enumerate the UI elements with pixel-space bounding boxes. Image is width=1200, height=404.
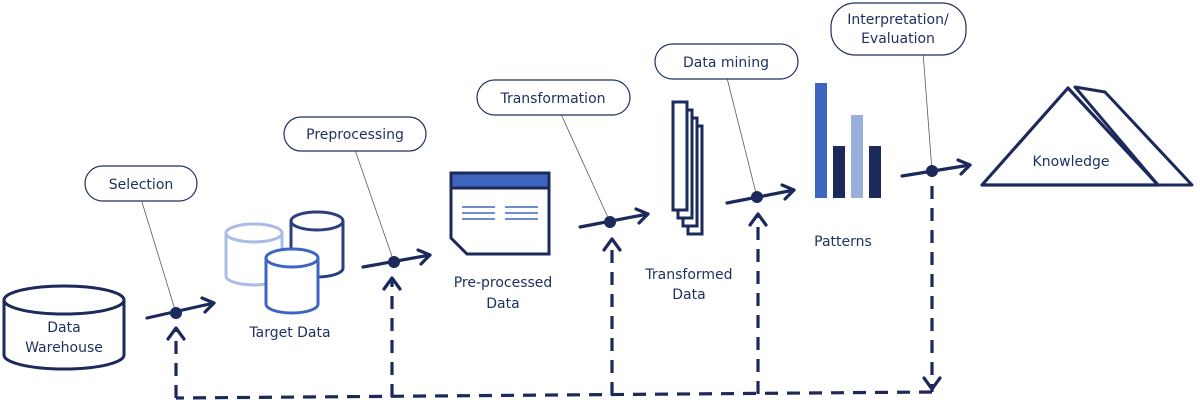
- step-interpretation: Interpretation/ Evaluation: [830, 2, 967, 56]
- step-selection-label: Selection: [109, 177, 174, 193]
- preprocessed-data-label-line1: Pre-processed: [454, 275, 553, 291]
- step-transformation-label: Transformation: [499, 91, 605, 107]
- patterns-label: Patterns: [814, 234, 872, 250]
- step-preprocessing: Preprocessing: [283, 116, 427, 152]
- transformed-data-label-line1: Transformed: [644, 267, 732, 283]
- target-data-icon: [224, 210, 345, 315]
- transformed-data-label-line2: Data: [672, 287, 705, 303]
- leader-lines: [141, 51, 933, 314]
- feedback-bottom-line: [175, 390, 933, 400]
- step-preprocessing-label: Preprocessing: [306, 127, 404, 143]
- arrow-selection: [145, 296, 216, 320]
- feedback-loop: [166, 186, 942, 400]
- feedback-arrowhead-transformation: [602, 237, 622, 252]
- knowledge-pyramid-icon: [980, 85, 1194, 187]
- knowledge-label: Knowledge: [1033, 154, 1110, 170]
- preprocessed-data-icon: [449, 171, 551, 256]
- feedback-arrowhead-data-mining: [748, 212, 768, 227]
- step-interpretation-label-line2: Evaluation: [861, 31, 935, 47]
- arrow-data-mining: [725, 183, 796, 205]
- arrow-interpretation: [900, 158, 972, 178]
- step-interpretation-label-line1: Interpretation/: [847, 12, 949, 28]
- feedback-arrowhead-selection: [166, 326, 186, 341]
- patterns-bar-icon: [815, 83, 881, 198]
- transformed-data-icon: [671, 100, 704, 236]
- feedback-arrowhead-down: [922, 376, 942, 391]
- preprocessed-data-label-line2: Data: [486, 296, 519, 312]
- data-warehouse-label-line2: Warehouse: [25, 340, 103, 356]
- arrow-preprocessing: [361, 248, 432, 269]
- step-transformation: Transformation: [476, 79, 631, 116]
- arrow-transformation: [578, 207, 650, 229]
- step-data-mining-label: Data mining: [683, 55, 769, 71]
- data-warehouse-icon: [2, 284, 126, 371]
- target-data-label: Target Data: [248, 325, 330, 341]
- data-warehouse-label-line1: Data: [47, 320, 80, 336]
- step-data-mining: Data mining: [654, 43, 799, 80]
- step-selection: Selection: [84, 165, 198, 202]
- feedback-arrowhead-preprocessing: [382, 276, 402, 291]
